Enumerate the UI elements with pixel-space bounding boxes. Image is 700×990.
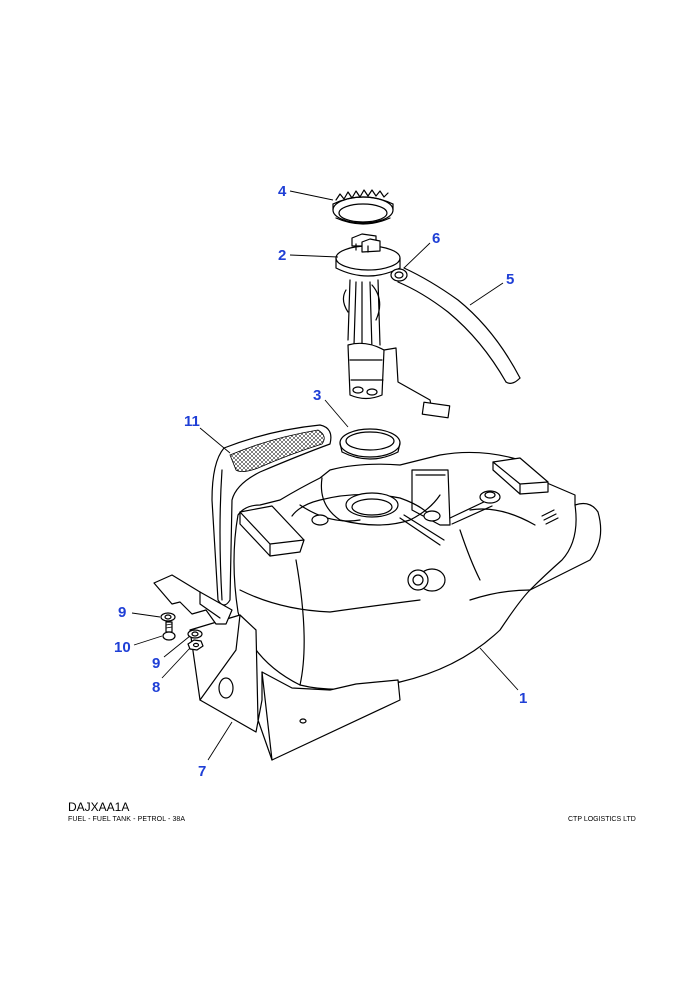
callout-9-lower: 9 [152, 655, 161, 672]
fuel-hose [397, 267, 521, 384]
callout-9-upper: 9 [118, 604, 127, 621]
support-bracket [189, 614, 401, 761]
callout-7: 7 [198, 763, 207, 780]
leader-1 [479, 647, 519, 691]
leader-11 [199, 427, 231, 454]
nut [187, 639, 204, 651]
leader-3 [324, 399, 349, 428]
diagram-code: DAJXAA1A [68, 800, 130, 814]
publisher-name: CTP LOGISTICS LTD [568, 816, 636, 823]
leader-lines [131, 190, 519, 761]
mounting-plate [153, 574, 233, 625]
leader-10 [133, 635, 163, 646]
callout-6: 6 [432, 230, 441, 247]
callout-5: 5 [506, 271, 515, 288]
callout-10: 10 [114, 639, 131, 656]
leader-5 [469, 282, 504, 306]
callout-2: 2 [278, 247, 287, 264]
pump-seal [339, 428, 401, 460]
fuel-pump-module [335, 233, 451, 419]
bolt [162, 621, 176, 641]
diagram-caption: FUEL - FUEL TANK - PETROL - 38A [68, 816, 186, 823]
leader-2 [289, 254, 339, 258]
callout-11: 11 [184, 413, 200, 430]
heat-shield [211, 424, 332, 606]
hose-clip [390, 268, 408, 282]
leader-8 [161, 647, 191, 679]
leader-7 [207, 721, 233, 761]
fuel-tank [233, 451, 602, 691]
washer-lower [187, 629, 203, 639]
callout-8: 8 [152, 679, 161, 696]
leader-4 [289, 190, 334, 201]
leader-6 [403, 242, 431, 269]
callout-4: 4 [278, 183, 287, 200]
washer-upper [160, 612, 176, 622]
locking-ring [332, 189, 394, 225]
callout-3: 3 [313, 387, 322, 404]
leader-9a [131, 612, 161, 618]
callout-1: 1 [519, 690, 528, 707]
leader-9b [163, 635, 191, 658]
